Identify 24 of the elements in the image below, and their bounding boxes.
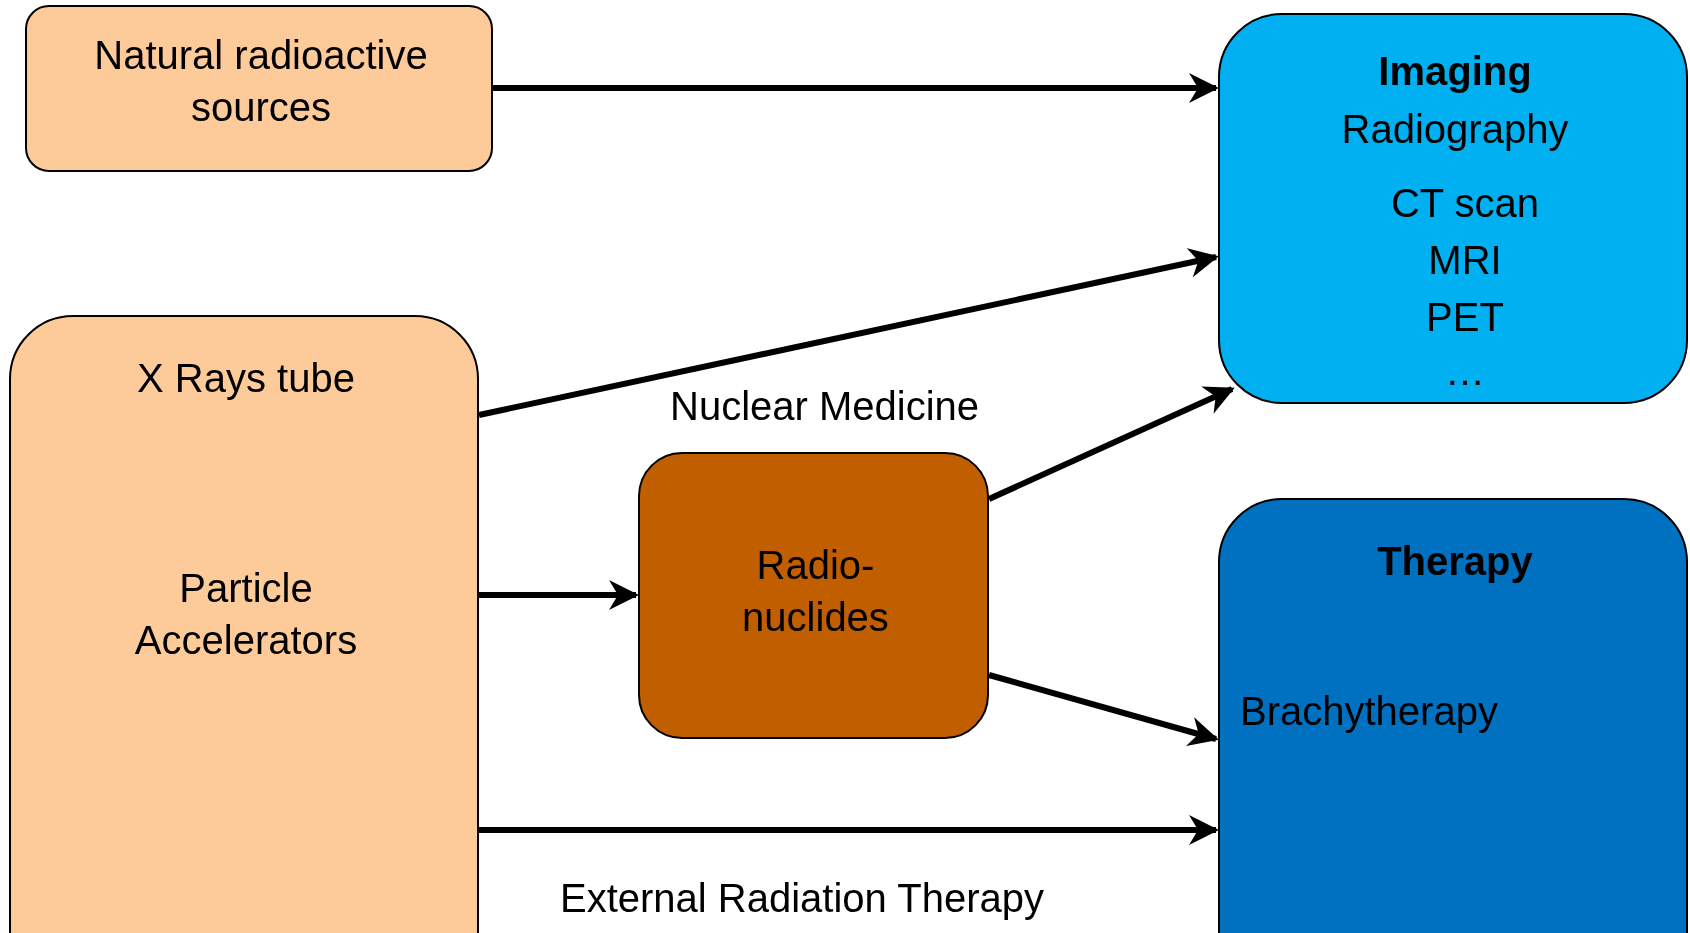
arrow: [478, 248, 1219, 418]
source-box: [9, 315, 479, 933]
node-text: Natural radioactive sources: [93, 32, 429, 131]
node-text: X Rays tube: [136, 355, 356, 402]
arrow: [987, 386, 1235, 502]
application-box: [1218, 498, 1688, 933]
heading-text: Imaging: [1377, 48, 1533, 95]
node-text: Brachytherapy: [1240, 688, 1499, 735]
arrow: [479, 580, 639, 610]
node-text: CT scan: [1389, 180, 1541, 227]
node-text: PET: [1425, 294, 1505, 341]
arrow: [493, 73, 1219, 103]
arrow: [988, 672, 1219, 747]
node-text: Radiography: [1340, 106, 1570, 153]
arrow: [479, 815, 1219, 845]
node-text: …: [1444, 348, 1486, 395]
heading-text: Therapy: [1376, 538, 1534, 585]
source-box: [25, 5, 493, 172]
process-box: [638, 452, 989, 739]
node-text: MRI: [1427, 237, 1503, 284]
application-box: [1218, 13, 1688, 404]
node-text: Particle Accelerators: [133, 565, 359, 664]
node-caption: Nuclear Medicine: [670, 383, 980, 430]
node-text: Radio- nuclides: [741, 542, 890, 641]
